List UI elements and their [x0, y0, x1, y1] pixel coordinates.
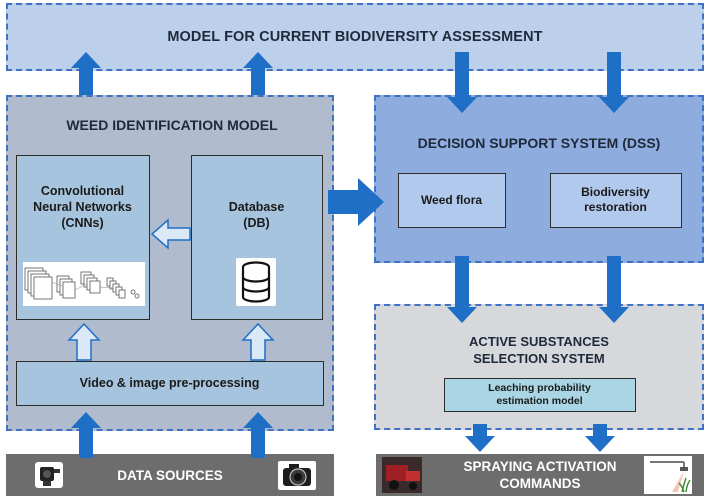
preprocess-to-cnn-arrow: [67, 322, 101, 361]
weed-to-assessment-arrow-left: [71, 52, 101, 95]
dss-to-substances-arrow-left: [447, 256, 477, 323]
weed-to-assessment-arrow-right: [243, 52, 273, 95]
dss-to-substances-arrow-right: [599, 256, 629, 323]
database-box: Database (DB): [191, 155, 323, 320]
data-sources-label: DATA SOURCES: [117, 467, 223, 483]
spraying-label: SPRAYING ACTIVATION COMMANDS: [463, 459, 617, 491]
sprayer-machine-icon: [382, 457, 422, 493]
weed-identification-title: WEED IDENTIFICATION MODEL: [66, 117, 278, 133]
database-icon: [236, 258, 276, 306]
biodiversity-assessment-band: MODEL FOR CURRENT BIODIVERSITY ASSESSMEN…: [6, 3, 704, 71]
weed-flora-box: Weed flora: [398, 173, 506, 228]
preprocessing-box: Video & image pre-processing: [16, 361, 324, 406]
substances-to-spraying-arrow-right: [585, 424, 615, 452]
active-substances-title: ACTIVE SUBSTANCES SELECTION SYSTEM: [469, 334, 609, 366]
spraying-bar: SPRAYING ACTIVATION COMMANDS: [376, 454, 704, 496]
biodiversity-assessment-title: MODEL FOR CURRENT BIODIVERSITY ASSESSMEN…: [167, 29, 543, 45]
preprocessing-label: Video & image pre-processing: [79, 376, 260, 390]
nozzle-spray-icon: [644, 456, 692, 494]
data-to-weed-arrow-left: [71, 412, 101, 458]
dss-panel: DECISION SUPPORT SYSTEM (DSS) Weed flora…: [374, 95, 704, 263]
cnn-architecture-icon: [23, 262, 145, 306]
biodiversity-restoration-label: Biodiversity restoration: [581, 185, 650, 214]
cnn-label: Convolutional Neural Networks (CNNs): [33, 184, 132, 230]
preprocess-to-db-arrow: [241, 322, 275, 361]
weed-flora-label: Weed flora: [420, 193, 483, 207]
dss-title: DECISION SUPPORT SYSTEM (DSS): [417, 135, 661, 151]
drone-camera-icon: [32, 458, 66, 492]
substances-to-spraying-arrow-left: [465, 424, 495, 452]
assessment-to-dss-arrow-right: [599, 52, 629, 113]
db-to-cnn-arrow: [150, 218, 191, 250]
camera-icon: [277, 458, 317, 492]
database-label: Database (DB): [228, 200, 285, 230]
weed-to-dss-arrow: [328, 178, 384, 226]
data-to-weed-arrow-right: [243, 412, 273, 458]
data-sources-bar: DATA SOURCES: [6, 454, 334, 496]
cnn-box: Convolutional Neural Networks (CNNs): [16, 155, 150, 320]
leaching-model-box: Leaching probability estimation model: [444, 378, 636, 412]
assessment-to-dss-arrow-left: [447, 52, 477, 113]
active-substances-panel: ACTIVE SUBSTANCES SELECTION SYSTEM Leach…: [374, 304, 704, 430]
leaching-model-label: Leaching probability estimation model: [488, 381, 591, 407]
biodiversity-restoration-box: Biodiversity restoration: [550, 173, 682, 228]
